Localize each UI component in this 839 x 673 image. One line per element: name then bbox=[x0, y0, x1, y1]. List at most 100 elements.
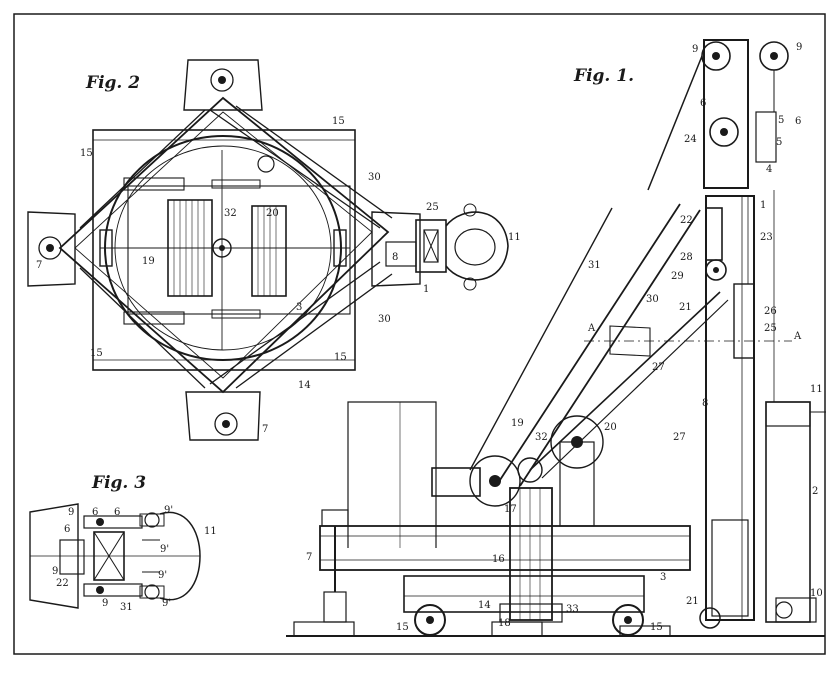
fig2-diamond-frame bbox=[58, 96, 390, 394]
fig1-label-A-left: A bbox=[587, 323, 596, 334]
fig1-reference-numerals: 9 9 6 6 5 5 4 24 1 22 23 28 29 21 26 25 … bbox=[306, 42, 823, 633]
fig3-label-9c: 9 bbox=[102, 598, 108, 609]
fig3-bracket bbox=[29, 503, 79, 609]
fig1-pulley-24 bbox=[709, 117, 739, 147]
fig1-turntable bbox=[319, 525, 691, 571]
fig1-label-4: 4 bbox=[766, 164, 772, 175]
fig1-label-25: 25 bbox=[764, 323, 777, 334]
fig2-label-3: 3 bbox=[296, 302, 302, 313]
fig2-bottom-arm bbox=[185, 391, 261, 441]
fig2-title: Fig. 2 bbox=[85, 73, 140, 93]
fig1-mast-upper bbox=[703, 39, 749, 189]
fig2-label-15c: 15 bbox=[90, 348, 103, 359]
fig1-label-18: 18 bbox=[498, 618, 511, 629]
fig1-label-9a: 9 bbox=[692, 44, 698, 55]
figure-1-elevation bbox=[286, 39, 826, 637]
fig1-label-33: 33 bbox=[566, 604, 579, 615]
fig1-cable-31 bbox=[469, 207, 613, 471]
fig1-label-15a: 15 bbox=[396, 622, 409, 633]
sheet-border bbox=[13, 13, 826, 655]
fig1-carriage bbox=[403, 575, 645, 613]
fig1-label-31: 31 bbox=[588, 260, 601, 271]
fig1-label-5b: 5 bbox=[776, 137, 782, 148]
fig2-label-30b: 30 bbox=[378, 314, 391, 325]
fig1-label-5a: 5 bbox=[778, 115, 784, 126]
fig2-label-15a: 15 bbox=[332, 116, 345, 127]
fig2-label-15b: 15 bbox=[80, 148, 93, 159]
fig1-jib-30 bbox=[499, 203, 681, 481]
fig3-label-31: 31 bbox=[120, 602, 133, 613]
fig1-label-24: 24 bbox=[684, 134, 697, 145]
fig1-gear-20 bbox=[550, 415, 604, 469]
fig3-label-9prime-b: 9' bbox=[160, 544, 169, 555]
fig2-label-14: 14 bbox=[298, 380, 311, 391]
fig1-building bbox=[347, 401, 437, 548]
fig2-top-arm bbox=[183, 59, 263, 111]
fig3-label-6c: 6 bbox=[64, 524, 70, 535]
fig1-label-6a: 6 bbox=[700, 98, 706, 109]
fig1-label-32: 32 bbox=[535, 432, 548, 443]
fig2-reference-numerals: 15 15 30 25 11 32 20 19 8 1 7 3 30 15 15… bbox=[36, 116, 521, 435]
fig3-title: Fig. 3 bbox=[91, 473, 146, 493]
fig1-label-15b: 15 bbox=[650, 622, 663, 633]
fig1-title: Fig. 1. bbox=[573, 66, 634, 86]
fig1-label-21b: 21 bbox=[686, 596, 699, 607]
fig2-left-arm bbox=[27, 211, 76, 287]
fig2-label-7a: 7 bbox=[36, 260, 42, 271]
fig2-eye-11 bbox=[445, 211, 509, 281]
fig3-label-6a: 6 bbox=[92, 507, 98, 518]
fig3-label-9prime-a: 9' bbox=[164, 505, 173, 516]
fig1-label-6b: 6 bbox=[795, 116, 801, 127]
fig1-label-27a: 27 bbox=[652, 362, 665, 373]
fig1-hammer-25 bbox=[733, 283, 755, 359]
fig1-label-14: 14 bbox=[478, 600, 491, 611]
fig1-wheel-right bbox=[612, 604, 644, 636]
figure-2-plan-view bbox=[27, 59, 509, 441]
fig1-label-10: 10 bbox=[810, 588, 823, 599]
fig1-label-8: 8 bbox=[702, 398, 708, 409]
fig2-label-25: 25 bbox=[426, 202, 439, 213]
fig2-right-arm bbox=[371, 211, 421, 287]
figure-3-detail bbox=[29, 503, 201, 609]
fig1-label-29: 29 bbox=[671, 271, 684, 282]
fig1-label-22: 22 bbox=[680, 215, 693, 226]
fig1-pile-cylinder-2 bbox=[765, 401, 811, 623]
fig1-label-20: 20 bbox=[604, 422, 617, 433]
fig1-gear-19 bbox=[469, 455, 521, 507]
figure-titles: Fig. 2 Fig. 1. Fig. 3 bbox=[85, 66, 634, 493]
fig1-label-30: 30 bbox=[646, 294, 659, 305]
fig1-label-A-right: A bbox=[793, 331, 802, 342]
fig3-label-9a: 9 bbox=[68, 507, 74, 518]
fig3-label-11: 11 bbox=[204, 526, 217, 537]
fig2-label-11: 11 bbox=[508, 232, 521, 243]
fig1-label-19: 19 bbox=[511, 418, 524, 429]
fig1-label-26: 26 bbox=[764, 306, 777, 317]
fig1-label-16: 16 bbox=[492, 554, 505, 565]
fig1-label-11: 11 bbox=[810, 384, 823, 395]
fig1-label-28: 28 bbox=[680, 252, 693, 263]
fig1-label-7: 7 bbox=[306, 552, 312, 563]
fig2-label-8: 8 bbox=[392, 252, 398, 263]
fig2-label-19: 19 bbox=[142, 256, 155, 267]
fig1-label-9b: 9 bbox=[796, 42, 802, 53]
fig3-reference-numerals: 9 6 6 9' 11 6 9' 9 22 9' 9 31 9' bbox=[52, 505, 217, 613]
fig2-label-15d: 15 bbox=[334, 352, 347, 363]
fig2-label-32: 32 bbox=[224, 208, 237, 219]
fig1-label-23: 23 bbox=[760, 232, 773, 243]
fig3-label-9b: 9 bbox=[52, 566, 58, 577]
fig3-label-9prime-c: 9' bbox=[158, 570, 167, 581]
fig3-label-22: 22 bbox=[56, 578, 69, 589]
fig1-label-17: 17 bbox=[504, 504, 517, 515]
fig2-label-7b: 7 bbox=[262, 424, 268, 435]
fig2-drum-20 bbox=[251, 205, 287, 297]
fig3-label-6b: 6 bbox=[114, 507, 120, 518]
fig2-machinery-frame bbox=[127, 185, 351, 315]
fig2-label-1: 1 bbox=[423, 284, 429, 295]
fig1-mast-8 bbox=[705, 195, 755, 621]
fig2-label-30a: 30 bbox=[368, 172, 381, 183]
fig3-label-9prime-d: 9' bbox=[162, 598, 171, 609]
fig1-label-2: 2 bbox=[812, 486, 818, 497]
fig1-central-pivot bbox=[509, 487, 553, 621]
